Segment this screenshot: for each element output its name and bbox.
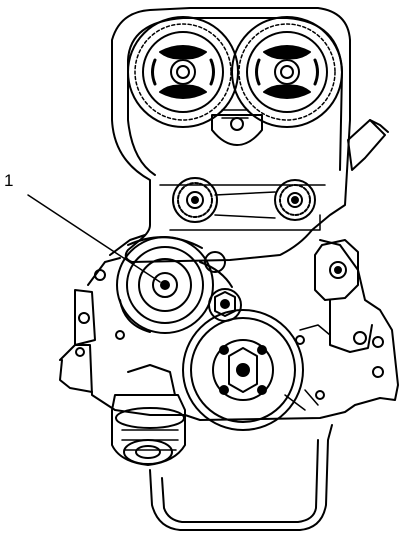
cam-center-bracket <box>211 114 263 146</box>
timing-cover-outline <box>111 7 351 263</box>
callout-leader-line <box>27 194 161 283</box>
oil-pan <box>149 424 333 531</box>
idler-pulley-left <box>172 177 218 223</box>
timing-belt <box>127 17 343 176</box>
crankshaft-pulley <box>182 309 304 431</box>
oil-filter <box>111 364 186 466</box>
engine-block-outline <box>59 239 399 421</box>
coolant-outlet <box>347 119 386 171</box>
accessory-bracket <box>74 234 146 346</box>
power-steering-pump <box>314 239 384 378</box>
camshaft-gear-right <box>231 16 343 128</box>
callout-number-1: 1 <box>4 171 14 190</box>
idler-pulley-right <box>274 179 316 221</box>
tensioner-pulley <box>116 236 214 334</box>
camshaft-gear-left <box>127 16 239 128</box>
